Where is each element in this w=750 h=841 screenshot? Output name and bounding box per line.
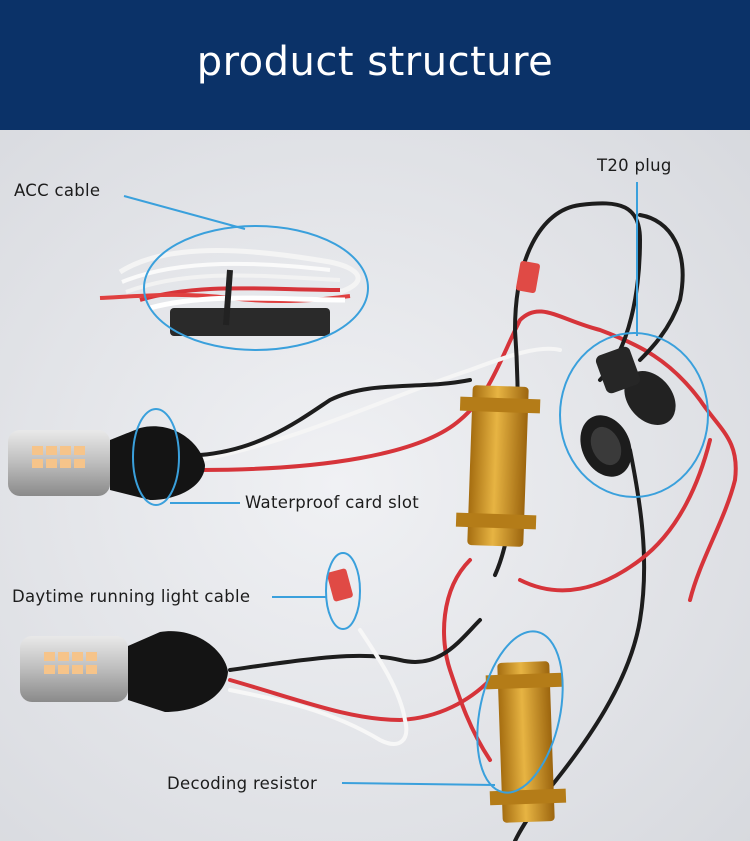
callout-lines — [123, 182, 638, 786]
daytime-running-light-cable-label: Daytime running light cable — [12, 587, 251, 606]
red-spade-connectors — [327, 260, 540, 602]
acc-cable-bundle — [99, 248, 361, 336]
decoding-resistor-label: Decoding resistor — [167, 774, 318, 793]
t20-plug-label: T20 plug — [597, 156, 672, 175]
drl-cable-callout-ellipse — [325, 552, 361, 630]
acc-cable-callout-ellipse — [143, 225, 369, 351]
product-photo — [0, 130, 750, 841]
t20-plug-callout-ellipse — [559, 332, 709, 498]
resistor-callout-ellipse — [476, 630, 564, 794]
t20-plug — [580, 346, 676, 477]
waterproof-callout-ellipse — [132, 408, 180, 506]
led-bulb-bottom — [20, 631, 228, 712]
callout-ellipses — [132, 225, 709, 794]
led-bulb-top — [8, 426, 205, 500]
waterproof-card-slot-label: Waterproof card slot — [245, 493, 420, 512]
header-banner: product structure — [0, 0, 750, 130]
decoding-resistor-top — [455, 385, 541, 547]
page-title: product structure — [196, 39, 554, 85]
acc-cable-label: ACC cable — [14, 181, 101, 200]
